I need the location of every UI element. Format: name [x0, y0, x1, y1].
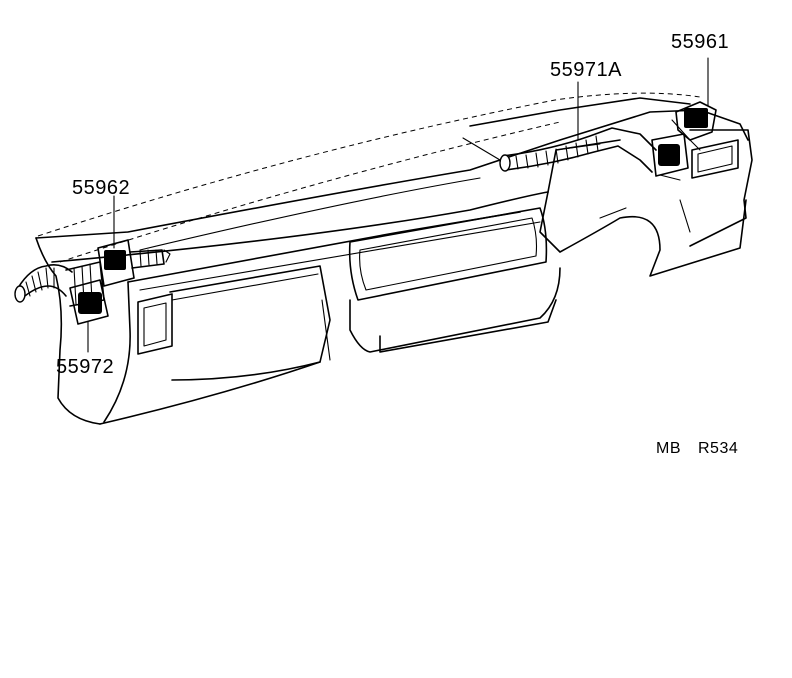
part-number-55962: 55962: [72, 177, 131, 199]
drawing-code-number: R534: [698, 440, 739, 457]
duct-55972: [14, 261, 109, 325]
drawing-code-prefix: MB: [656, 440, 681, 457]
duct-55971a: [499, 127, 689, 177]
leader-lines: [87, 57, 709, 353]
part-number-55971a: 55971A: [550, 59, 622, 81]
instrument-panel: [35, 92, 753, 425]
part-number-55961: 55961: [671, 31, 730, 53]
outlet-55962: [97, 239, 171, 287]
outlet-55961: [671, 101, 717, 151]
part-number-55972: 55972: [56, 356, 115, 378]
